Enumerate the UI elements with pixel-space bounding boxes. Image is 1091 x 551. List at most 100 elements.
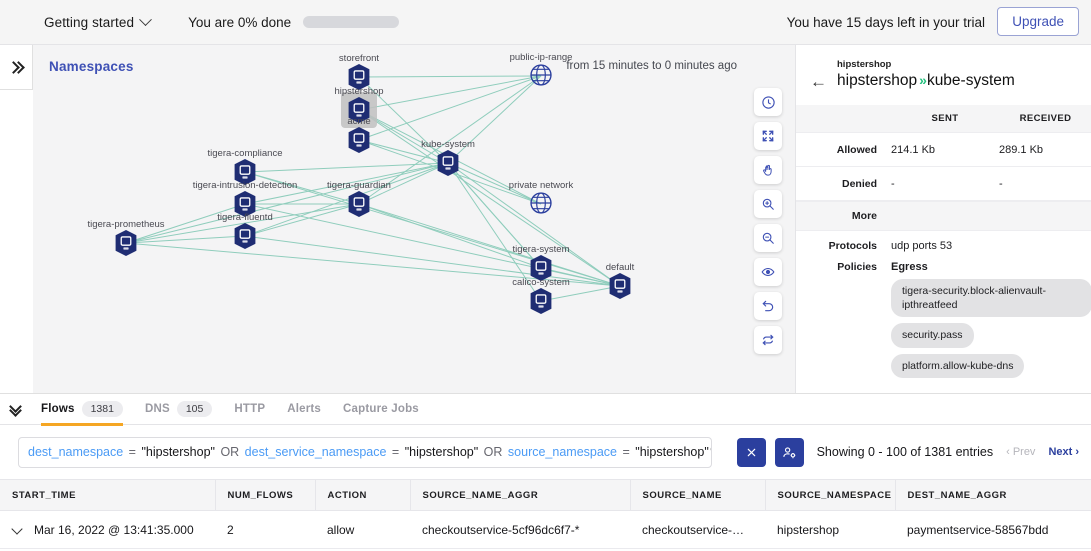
visibility-button[interactable] xyxy=(754,258,782,286)
graph-edge xyxy=(358,75,542,78)
graph-edge xyxy=(244,203,360,237)
sidebar-expand-button[interactable] xyxy=(0,45,33,90)
column-header[interactable]: DEST_NAME_AGGR xyxy=(895,479,1091,511)
query-token-field: dest_service_namespace xyxy=(241,445,387,459)
graph-node-default[interactable] xyxy=(607,272,633,300)
onboarding-progress-bar xyxy=(303,16,400,28)
upgrade-button[interactable]: Upgrade xyxy=(997,7,1079,36)
service-graph-panel[interactable]: Namespaces from 15 minutes to 0 minutes … xyxy=(33,45,795,393)
pan-button[interactable] xyxy=(754,156,782,184)
graph-canvas[interactable] xyxy=(33,45,795,393)
flows-query-text: dest_namespace = "hipstershop" OR dest_s… xyxy=(28,445,709,459)
denied-sent-value: - xyxy=(891,177,895,190)
policies-label: Policies xyxy=(837,261,877,273)
graph-node-tigera-prometheus[interactable] xyxy=(113,229,139,257)
row-expand-chevron-icon[interactable] xyxy=(12,526,23,535)
tab-count-badge: 105 xyxy=(176,401,213,417)
chevron-double-right-icon xyxy=(9,62,23,73)
prev-page-button[interactable]: ‹ Prev xyxy=(1006,446,1036,458)
tab-capture-jobs[interactable]: Capture Jobs xyxy=(332,394,430,425)
tab-label: DNS xyxy=(144,403,170,415)
query-token-op: OR xyxy=(480,445,503,459)
graph-edge xyxy=(540,285,621,302)
tab-dns[interactable]: DNS 105 xyxy=(134,394,223,425)
protocols-label: Protocols xyxy=(828,240,877,252)
graph-node-tigera-intrusion-detection[interactable] xyxy=(232,190,258,218)
graph-edge xyxy=(447,75,542,164)
graph-edge xyxy=(244,162,449,173)
column-header[interactable]: SOURCE_NAME xyxy=(630,479,766,511)
cell-num_flows: 2 xyxy=(215,510,315,549)
search-icon[interactable] xyxy=(709,443,711,462)
protocols-value: udp ports 53 xyxy=(891,240,953,252)
graph-node-tigera-compliance[interactable] xyxy=(232,158,258,186)
flows-query-input[interactable]: dest_namespace = "hipstershop" OR dest_s… xyxy=(18,436,712,468)
column-header[interactable]: SOURCE_NAMESPACE xyxy=(765,479,896,511)
showing-entries-text: Showing 0 - 100 of 1381 entries xyxy=(816,445,994,459)
graph-node-tigera-fluentd[interactable] xyxy=(232,222,258,250)
graph-node-storefront[interactable] xyxy=(346,63,372,91)
graph-edge xyxy=(244,171,621,287)
time-range-button[interactable] xyxy=(754,88,782,116)
allowed-received-value: 289.1 Kb xyxy=(999,143,1044,156)
chevron-down-icon xyxy=(139,12,152,26)
query-token-op: = xyxy=(125,445,136,459)
graph-edge xyxy=(125,203,246,244)
policy-chip[interactable]: platform.allow-kube-dns xyxy=(891,353,1025,378)
graph-node-hipstershop[interactable] xyxy=(346,96,372,124)
graph-edge xyxy=(244,162,449,205)
allowed-sent-value: 214.1 Kb xyxy=(891,143,936,156)
eye-icon xyxy=(761,267,775,277)
trial-status-text: You have 15 days left in your trial xyxy=(786,14,985,30)
user-settings-icon xyxy=(783,446,796,458)
graph-edge xyxy=(125,203,360,244)
zoom-in-button[interactable] xyxy=(754,190,782,218)
column-header[interactable]: START_TIME xyxy=(0,479,216,511)
tab-http[interactable]: HTTP xyxy=(223,394,276,425)
graph-title: Namespaces xyxy=(49,59,134,74)
chevron-double-down-icon xyxy=(9,404,22,415)
user-settings-button[interactable] xyxy=(775,437,804,467)
graph-edge xyxy=(358,109,621,287)
graph-edge xyxy=(358,162,449,205)
graph-node-acme[interactable] xyxy=(346,126,372,154)
policy-chip[interactable]: tigera-security.block-alienvault-ipthrea… xyxy=(891,279,1091,318)
policy-chip[interactable]: security.pass xyxy=(891,323,974,348)
zoom-out-button[interactable] xyxy=(754,224,782,252)
graph-node-calico-system[interactable] xyxy=(528,287,554,315)
graph-node-public-ip-range[interactable] xyxy=(528,62,554,90)
table-row: Allowed 214.1 Kb 289.1 Kb xyxy=(796,133,1091,167)
graph-node-tigera-guardian[interactable] xyxy=(346,190,372,218)
denied-received-value: - xyxy=(999,177,1003,190)
flows-collapse-button[interactable] xyxy=(0,404,30,415)
undo-button[interactable] xyxy=(754,292,782,320)
graph-toolbar[interactable] xyxy=(754,88,782,354)
getting-started-menu[interactable]: Getting started xyxy=(44,12,152,30)
arrow-left-icon[interactable]: ← xyxy=(810,71,827,91)
cell-start_time: Mar 16, 2022 @ 13:41:35.000 xyxy=(34,522,194,537)
graph-node-tigera-system[interactable] xyxy=(528,254,554,282)
graph-edge xyxy=(358,139,449,164)
next-page-button[interactable]: Next › xyxy=(1048,446,1079,458)
more-section-header[interactable]: More xyxy=(796,201,1091,231)
detail-title-source: hipstershop xyxy=(837,72,918,89)
expand-icon xyxy=(762,130,774,142)
tab-alerts[interactable]: Alerts xyxy=(276,394,332,425)
table-header-row: SENT RECEIVED xyxy=(796,105,1091,133)
clock-icon xyxy=(761,95,775,109)
clear-query-button[interactable] xyxy=(737,437,766,467)
graph-node-kube-system[interactable] xyxy=(435,149,461,177)
detail-title-dest: kube-system xyxy=(926,72,1015,89)
fit-to-screen-button[interactable] xyxy=(754,122,782,150)
column-header[interactable]: ACTION xyxy=(315,479,411,511)
query-token-value: "hipstershop" xyxy=(137,445,215,459)
refresh-button[interactable] xyxy=(754,326,782,354)
cell-source_name: checkoutservice-… xyxy=(630,510,765,549)
graph-node-private-network[interactable] xyxy=(528,190,554,218)
protocols-row: Protocols udp ports 53 xyxy=(796,231,1091,252)
column-header[interactable]: SOURCE_NAME_AGGR xyxy=(410,479,631,511)
column-header[interactable]: NUM_FLOWS xyxy=(215,479,316,511)
